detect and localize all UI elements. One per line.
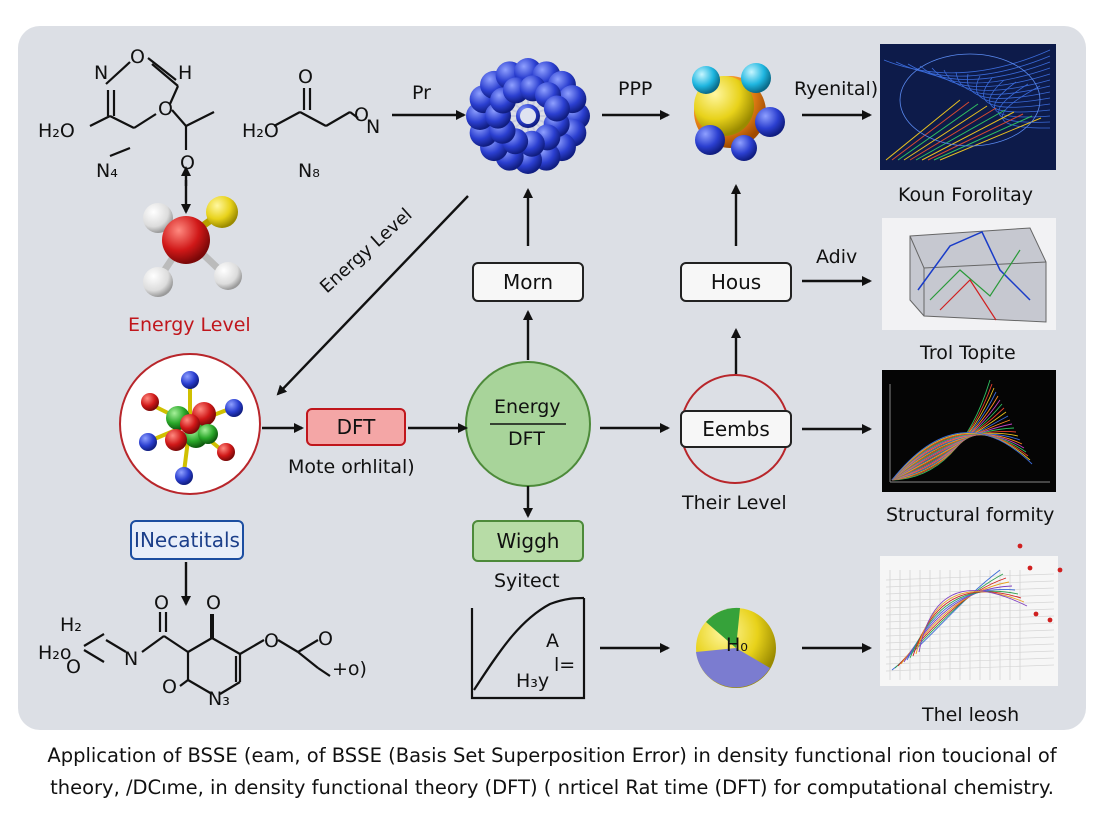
mol3-o2-label: O bbox=[154, 592, 169, 614]
mol1-h2-label: H bbox=[178, 62, 193, 84]
morn-box[interactable]: Morn bbox=[472, 262, 584, 302]
mol1-o-label: O bbox=[130, 46, 145, 68]
pr-label: Pr bbox=[412, 82, 431, 104]
thumbnail-structural bbox=[882, 370, 1056, 492]
caption-line-1: Application of BSSE (eam, of BSSE (Basis… bbox=[47, 744, 1057, 767]
energy-level-label-red: Energy Level bbox=[128, 314, 251, 336]
mol2-n8-label: N₈ bbox=[298, 160, 320, 182]
arrows bbox=[181, 110, 872, 653]
mol1-o2-label: O bbox=[158, 98, 173, 120]
thumbnail-trol bbox=[882, 218, 1056, 330]
circled-molecule bbox=[119, 353, 261, 495]
mol2-n-label: N bbox=[366, 116, 381, 138]
ppp-label: PPP bbox=[618, 78, 653, 100]
thumbnail-thel bbox=[880, 543, 1063, 686]
mol2-h2o-label: H₂O bbox=[242, 120, 279, 142]
mol3-o3-label: O bbox=[206, 592, 221, 614]
mol3-n-label: N bbox=[124, 648, 139, 670]
mol2-o-label: O bbox=[298, 66, 313, 88]
curve-graph bbox=[470, 596, 586, 700]
graph-eq-label: l= bbox=[554, 654, 576, 676]
mol3-h2o-label: H₂o bbox=[38, 642, 72, 664]
mol3-h2a-label: H₂ bbox=[60, 614, 82, 636]
eembs-box[interactable]: Eembs bbox=[680, 410, 792, 448]
energy-label: Energy bbox=[494, 396, 561, 418]
mol1-o3-label: O bbox=[180, 152, 195, 174]
trol-label: Trol Topite bbox=[920, 342, 1016, 364]
thumbnail-koun bbox=[880, 44, 1056, 170]
adiv-label: Adiv bbox=[816, 246, 858, 268]
blue-atom-cluster bbox=[466, 58, 590, 174]
molecule-1-structure bbox=[89, 57, 215, 158]
graph-h-label: H₃y bbox=[516, 670, 550, 692]
mol1-n4-label: N₄ bbox=[96, 160, 118, 182]
structural-label: Structural formity bbox=[886, 504, 1055, 526]
inecatitals-box[interactable]: INecatitals bbox=[130, 520, 244, 560]
thel-label: Thel leosh bbox=[922, 704, 1020, 726]
ryenital-label: Ryenital) bbox=[794, 78, 879, 100]
multicolor-molecule bbox=[692, 63, 785, 161]
sphere-h0-label: H₀ bbox=[726, 634, 748, 656]
mol3-o4-label: O bbox=[264, 630, 279, 652]
hous-box[interactable]: Hous bbox=[680, 262, 792, 302]
koun-label: Koun Forolitay bbox=[898, 184, 1034, 206]
figure-caption: Application of BSSE (eam, of BSSE (Basis… bbox=[0, 740, 1104, 804]
sphere-h0 bbox=[696, 607, 776, 688]
energy-dft-label: DFT bbox=[508, 428, 545, 450]
syitect-label: Syitect bbox=[494, 570, 560, 592]
mol3-o1-label: O bbox=[66, 656, 81, 678]
mol3-o5-label: O bbox=[318, 628, 333, 650]
molecule-2-structure bbox=[273, 88, 359, 127]
wiggh-box[interactable]: Wiggh bbox=[472, 520, 584, 562]
mol2-o2-label: O bbox=[354, 104, 369, 126]
their-level-label: Their Level bbox=[682, 492, 787, 514]
mol1-h2o-label: H₂O bbox=[38, 120, 75, 142]
molecule-3-structure bbox=[83, 612, 331, 695]
graph-a-label: A bbox=[546, 630, 559, 652]
caption-line-2: theory, /DCıme, in density functional th… bbox=[50, 776, 1054, 799]
dft-box[interactable]: DFT bbox=[306, 408, 406, 446]
mol3-plus-label: +o) bbox=[332, 658, 367, 680]
mol1-n-label: N bbox=[94, 62, 109, 84]
mol3-n3-label: N₃ bbox=[208, 688, 230, 710]
ball-stick-molecule-1 bbox=[143, 196, 242, 297]
mote-label: Mote orhlital) bbox=[288, 456, 415, 478]
mol3-o6-label: O bbox=[162, 676, 177, 698]
